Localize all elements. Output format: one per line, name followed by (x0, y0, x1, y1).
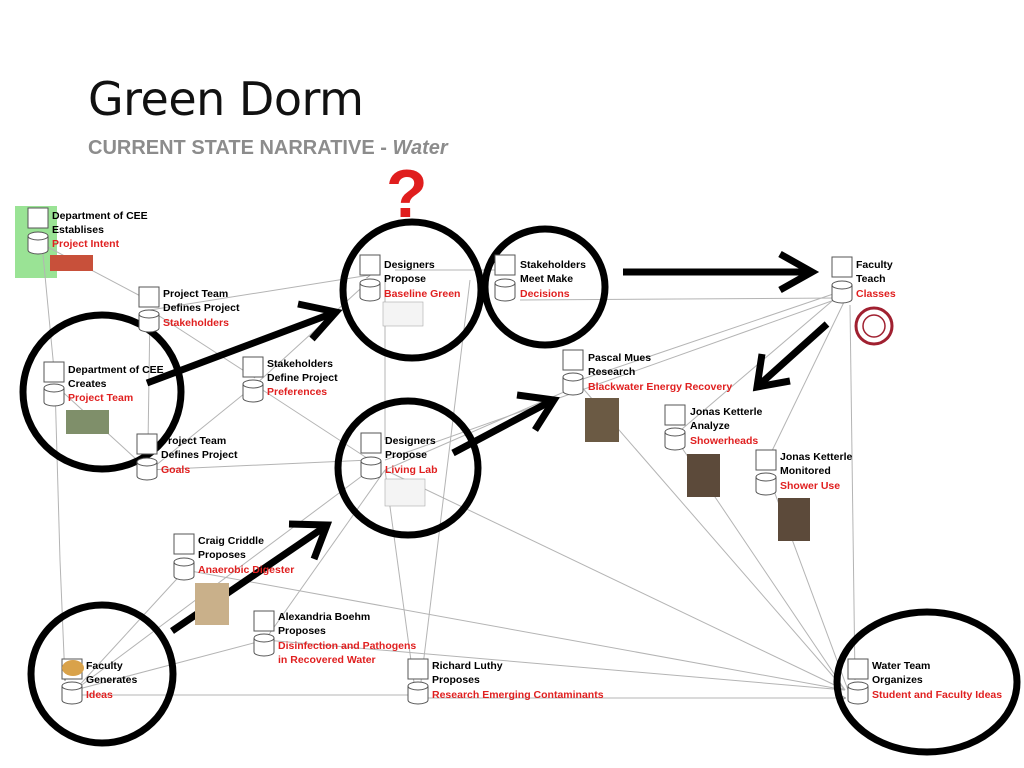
slide-subtitle: CURRENT STATE NARRATIVE - Water (88, 137, 448, 160)
photo-thumbnail (50, 255, 93, 271)
sketch-thumbnail (382, 301, 424, 327)
portrait-thumbnail (195, 583, 229, 625)
task-icon (407, 658, 429, 705)
circle-decisions (481, 225, 609, 349)
arrow-to-baseline (145, 300, 343, 387)
portrait-thumbnail (585, 398, 619, 442)
task-icon (359, 254, 381, 302)
task-icon (136, 433, 158, 481)
circle-water-team (833, 608, 1021, 756)
circle-ideas (27, 601, 177, 747)
slide-title: Green Dorm (88, 72, 364, 126)
task-icon (27, 207, 49, 255)
group-photo-thumbnail (66, 410, 109, 434)
task-icon (138, 286, 160, 333)
arrow-to-classes (623, 250, 820, 294)
arrow-to-showerheads (752, 321, 830, 392)
arrow-to-blackwater (451, 391, 560, 457)
task-icon (755, 449, 777, 496)
question-mark-icon: ? (386, 156, 428, 232)
university-seal-icon (854, 306, 894, 346)
task-icon (494, 254, 516, 302)
circle-living-lab (334, 397, 482, 539)
node-glyphs (27, 207, 869, 705)
task-icon (360, 432, 382, 480)
task-icon (664, 404, 686, 451)
thumbnails (50, 255, 894, 676)
task-icon (847, 658, 869, 705)
task-icon (562, 349, 584, 396)
task-icon (173, 533, 195, 581)
subtitle-emphasis: Water (392, 137, 448, 159)
task-icon (43, 361, 65, 407)
portrait-thumbnail (778, 498, 810, 541)
task-icon (831, 256, 853, 304)
subtitle-prefix: CURRENT STATE NARRATIVE - (88, 137, 393, 159)
portrait-thumbnail (687, 454, 720, 497)
sketch-thumbnail (384, 478, 426, 507)
emphasis-circles (19, 218, 1021, 756)
task-icon (242, 356, 264, 403)
circle-baseline-green (339, 218, 485, 362)
task-icon (253, 610, 275, 657)
university-seal-icon (862, 314, 886, 338)
circle-cee-creates (19, 311, 185, 473)
brain-icon (62, 660, 84, 676)
